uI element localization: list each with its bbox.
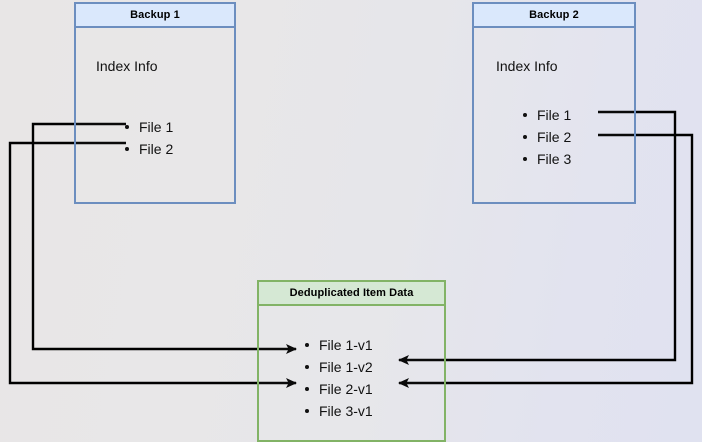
box-backup-1-title: Backup 1 bbox=[76, 4, 234, 28]
list-item[interactable]: File 2 bbox=[121, 138, 173, 160]
connector-backup2-file2 bbox=[398, 133, 694, 388]
connector-backup2-file1 bbox=[398, 110, 677, 365]
box-backup-2[interactable]: Backup 2 Index Info File 1 File 2 File 3 bbox=[472, 2, 636, 204]
backup-1-file-list: File 1 File 2 bbox=[121, 116, 173, 160]
connector-backup1-file1 bbox=[31, 122, 297, 354]
box-backup-1-body: Index Info File 1 File 2 bbox=[76, 28, 234, 202]
list-item[interactable]: File 3 bbox=[519, 148, 571, 170]
list-item[interactable]: File 1 bbox=[519, 104, 571, 126]
box-deduplicated-item-data[interactable]: Deduplicated Item Data File 1-v1 File 1-… bbox=[257, 280, 446, 442]
box-deduplicated-item-data-body: File 1-v1 File 1-v2 File 2-v1 File 3-v1 bbox=[259, 306, 444, 440]
list-item[interactable]: File 1-v1 bbox=[301, 334, 373, 356]
list-item[interactable]: File 3-v1 bbox=[301, 400, 373, 422]
box-backup-2-body: Index Info File 1 File 2 File 3 bbox=[474, 28, 634, 202]
box-backup-2-title: Backup 2 bbox=[474, 4, 634, 28]
box-deduplicated-item-data-title: Deduplicated Item Data bbox=[259, 282, 444, 306]
backup-1-index-info-label: Index Info bbox=[96, 58, 158, 74]
dedup-file-list: File 1-v1 File 1-v2 File 2-v1 File 3-v1 bbox=[301, 334, 373, 422]
connector-backup1-file2 bbox=[8, 141, 297, 388]
list-item[interactable]: File 2-v1 bbox=[301, 378, 373, 400]
list-item[interactable]: File 1 bbox=[121, 116, 173, 138]
list-item[interactable]: File 2 bbox=[519, 126, 571, 148]
list-item[interactable]: File 1-v2 bbox=[301, 356, 373, 378]
backup-2-index-info-label: Index Info bbox=[496, 58, 558, 74]
box-backup-1[interactable]: Backup 1 Index Info File 1 File 2 bbox=[74, 2, 236, 204]
backup-2-file-list: File 1 File 2 File 3 bbox=[519, 104, 571, 170]
